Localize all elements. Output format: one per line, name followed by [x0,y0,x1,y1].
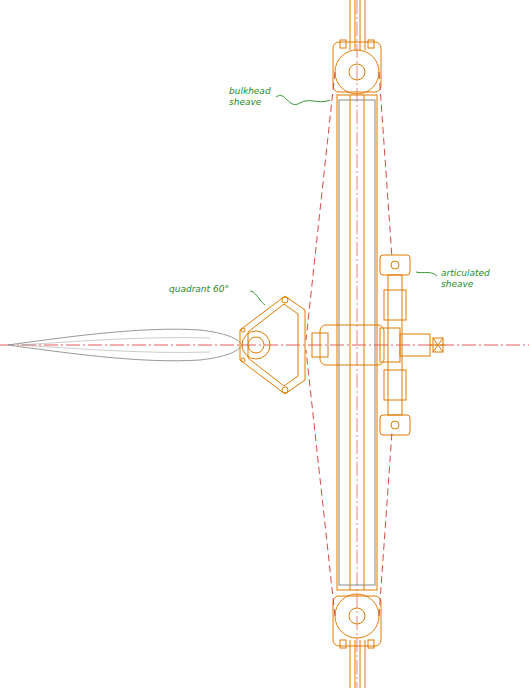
cable [306,72,392,616]
callout-label: articulated sheave [440,268,504,290]
callout-label: quadrant 60° [168,284,250,295]
bulkhead-tube [312,0,384,688]
bulkhead-sheave [333,40,381,648]
rudder-blade [8,329,242,361]
quadrant [240,296,305,394]
callout-label: bulkhead sheave [228,86,276,108]
articulated-sheave [380,255,445,435]
leader-line [247,95,437,305]
